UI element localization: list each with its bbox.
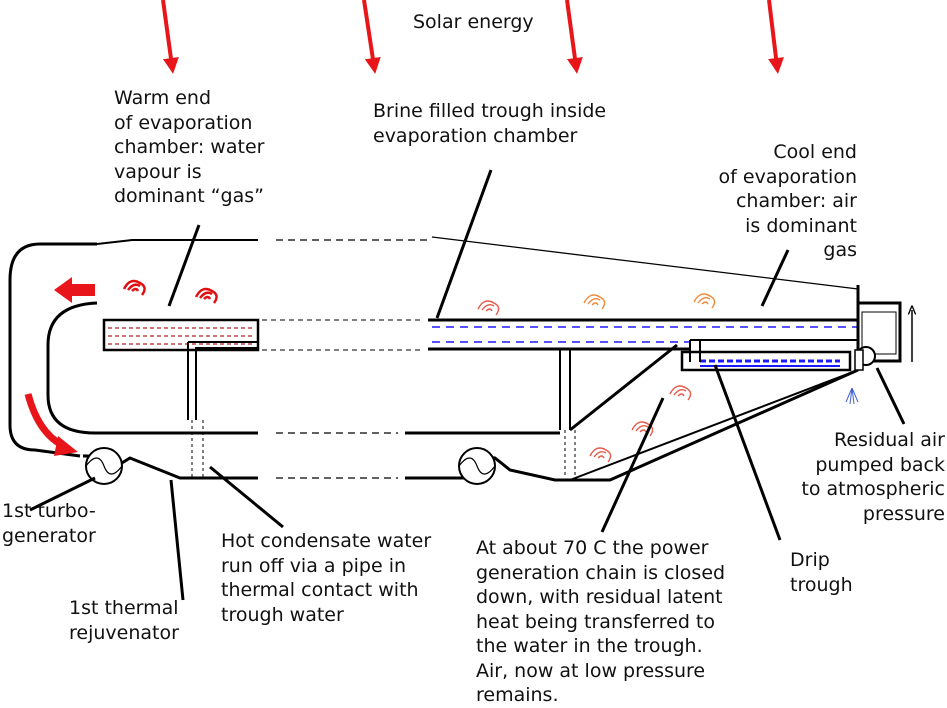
condensate-pipes xyxy=(187,341,576,478)
flow-arrows xyxy=(24,277,95,456)
solar-arrow-1 xyxy=(161,0,179,74)
thermal-rejuvenator-label: 1st thermal rejuvenator xyxy=(69,597,179,644)
solar-arrows xyxy=(161,0,784,74)
leader-lines xyxy=(29,169,906,601)
brine-trough-main xyxy=(428,318,862,351)
outer-left-wall xyxy=(8,242,97,458)
cool-end-label: Cool end of evaporation chamber: air is … xyxy=(718,141,857,261)
top-slope-line xyxy=(431,236,859,290)
solar-arrow-4 xyxy=(767,0,784,74)
solar-arrow-3 xyxy=(565,0,583,74)
drip-trough-label: Drip trough xyxy=(790,549,853,596)
solar-energy-label: Solar energy xyxy=(413,11,534,33)
inner-left-wall xyxy=(46,301,258,435)
brine-trough-left xyxy=(102,318,420,352)
spray-icon xyxy=(845,387,859,405)
chamber-outline xyxy=(8,236,860,482)
residual-air-label: Residual air pumped back to atmospheric … xyxy=(801,429,945,525)
turbo-generator-label: 1st turbo- generator xyxy=(2,500,96,547)
vapour-swirls xyxy=(122,279,716,463)
top-wall-left xyxy=(96,239,258,245)
warm-end-label: Warm end of evaporation chamber: water v… xyxy=(114,87,265,207)
pump-box xyxy=(854,301,912,371)
diagonal-bottom-right xyxy=(569,369,859,481)
drip-trough xyxy=(680,340,852,372)
brine-trough-label: Brine filled trough inside evaporation c… xyxy=(373,100,607,147)
seventy-c-label: At about 70 C the power generation chain… xyxy=(476,537,726,706)
hot-condensate-label: Hot condensate water run off via a pipe … xyxy=(221,530,432,626)
turbo-generator-icon xyxy=(85,447,496,485)
left-arrow-icon xyxy=(54,277,95,303)
solar-arrow-2 xyxy=(362,0,381,74)
